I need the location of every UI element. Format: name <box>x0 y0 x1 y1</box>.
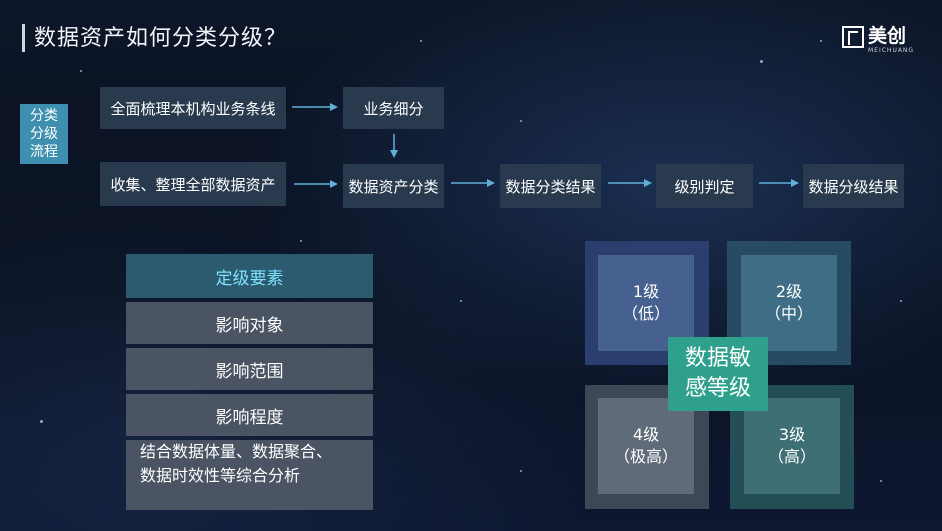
level-4-name: 4级 <box>632 425 660 444</box>
arrow-right-icon <box>294 180 338 188</box>
factor-header: 定级要素 <box>126 254 373 298</box>
level-2-name: 2级 <box>775 282 803 301</box>
level-2-cell: 2级 （中） <box>741 255 837 351</box>
arrow-right-icon <box>608 179 652 187</box>
level-4-cell: 4级 （极高） <box>598 398 694 494</box>
factor-note-line: 数据时效性等综合分析 <box>140 466 301 485</box>
factor-note: 结合数据体量、数据聚合、 数据时效性等综合分析 <box>126 440 373 510</box>
flow-step-level-judge: 级别判定 <box>656 164 753 208</box>
level-1-desc: （低） <box>621 304 670 323</box>
factor-note-line: 结合数据体量、数据聚合、 <box>140 442 333 461</box>
factor-item: 影响范围 <box>126 348 373 390</box>
sensitivity-label-line: 数据敏 <box>684 346 751 371</box>
flow-label: 分类 分级 流程 <box>20 104 68 164</box>
flow-step-classify-result: 数据分类结果 <box>500 164 601 208</box>
arrow-right-icon <box>292 103 338 111</box>
flow-step-level-result: 数据分级结果 <box>803 164 904 208</box>
level-3-cell: 3级 （高） <box>744 398 840 494</box>
arrow-right-icon <box>451 179 495 187</box>
logo-mark-icon <box>842 26 864 48</box>
flow-step-asset-classify: 数据资产分类 <box>343 164 444 208</box>
level-3-desc: （高） <box>767 447 816 466</box>
sensitivity-label-line: 感等级 <box>684 376 751 401</box>
arrow-down-icon <box>390 134 398 158</box>
factor-item: 影响对象 <box>126 302 373 344</box>
flow-step-collect-assets: 收集、整理全部数据资产 <box>100 162 286 206</box>
logo-text: 美创 <box>868 25 907 47</box>
flow-label-line: 分级 <box>30 126 58 142</box>
logo-subtext: MEICHUANG <box>868 47 915 54</box>
flow-label-line: 分类 <box>30 108 58 124</box>
flow-step-review-business: 全面梳理本机构业务条线 <box>100 87 286 129</box>
level-1-name: 1级 <box>632 282 660 301</box>
level-2-desc: （中） <box>764 304 813 323</box>
page-title: 数据资产如何分类分级？ <box>34 26 288 51</box>
title-accent-bar <box>22 24 25 52</box>
factor-item: 影响程度 <box>126 394 373 436</box>
level-4-desc: （极高） <box>613 447 678 466</box>
flow-label-line: 流程 <box>30 144 58 160</box>
flow-step-business-subdivide: 业务细分 <box>343 87 444 129</box>
sensitivity-level-label: 数据敏 感等级 <box>668 337 768 411</box>
level-3-name: 3级 <box>778 425 806 444</box>
level-1-cell: 1级 （低） <box>598 255 694 351</box>
arrow-right-icon <box>759 179 799 187</box>
brand-logo: 美创 MEICHUANG <box>842 24 922 54</box>
